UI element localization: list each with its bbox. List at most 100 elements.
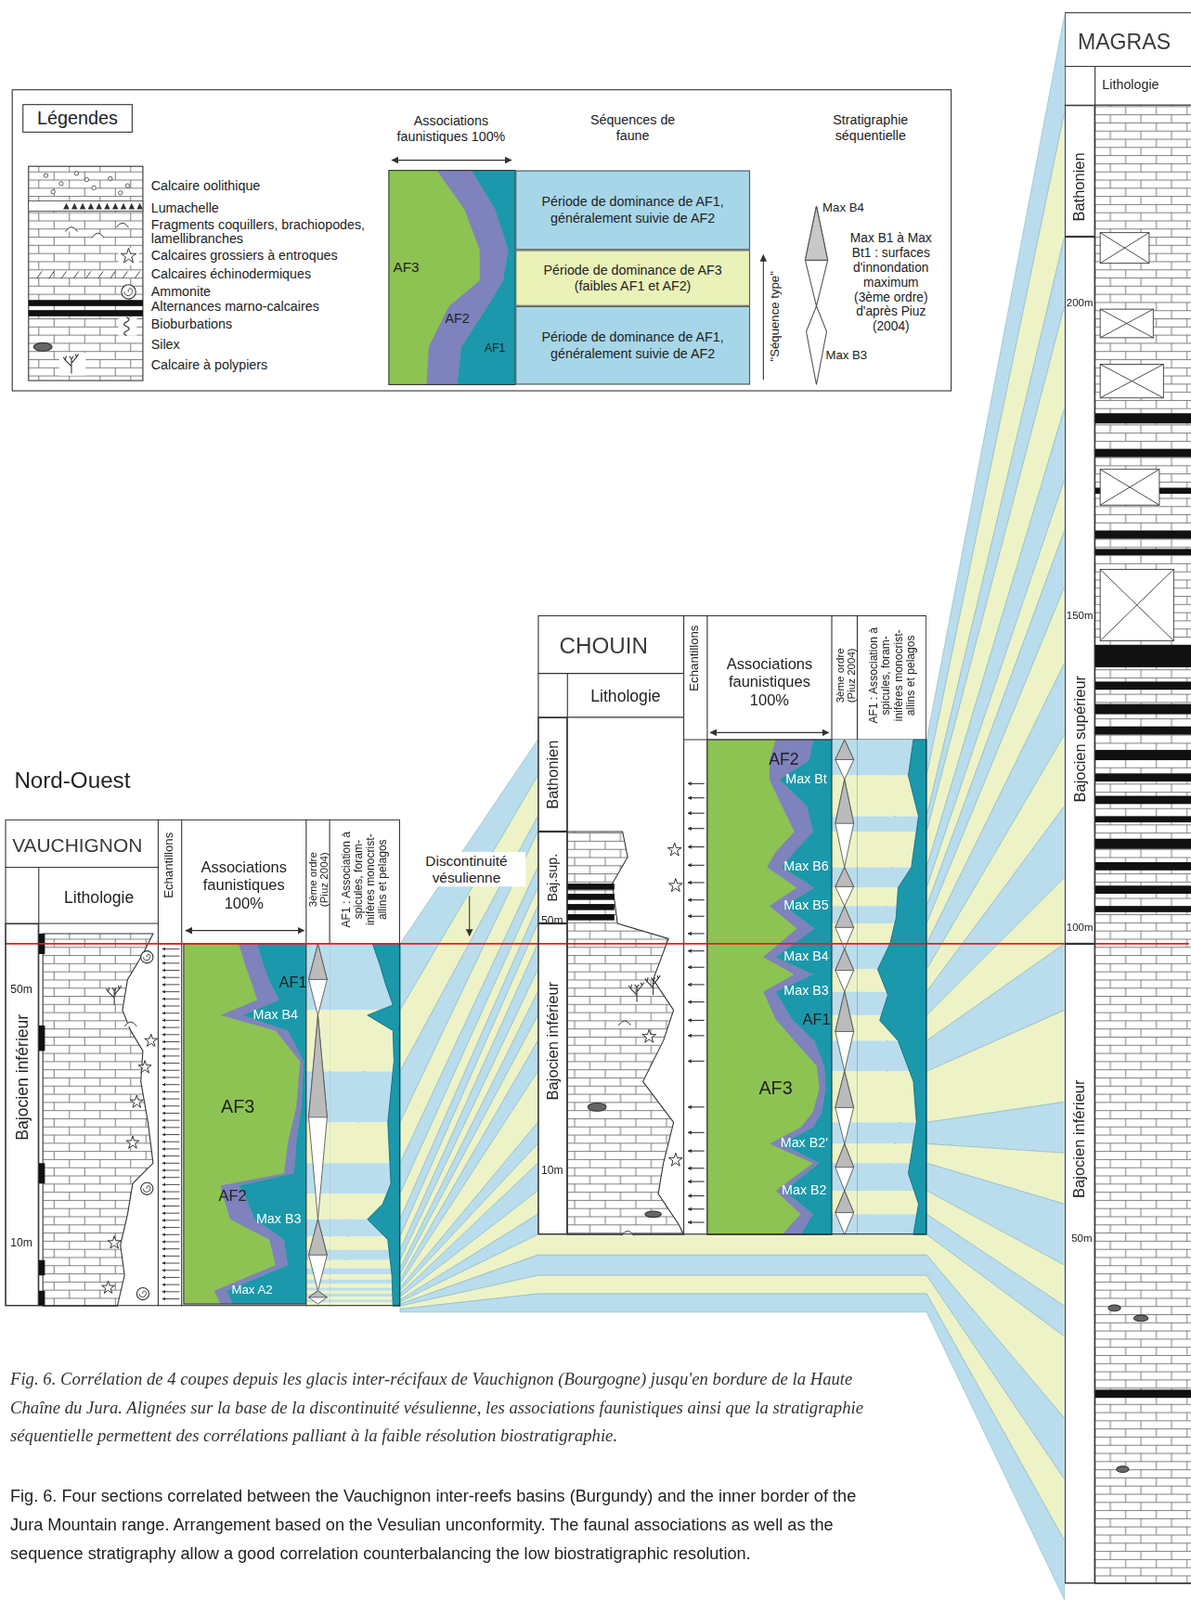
sample-arrow bbox=[687, 967, 705, 969]
star-ground bbox=[118, 247, 140, 266]
sample-arrow bbox=[162, 1163, 181, 1165]
grid-line bbox=[181, 819, 182, 1307]
stage-box: Bajocien supérieur bbox=[1064, 236, 1096, 945]
echinoderm-mark bbox=[37, 271, 42, 279]
stage-box: Bajocien inférieur bbox=[4, 923, 39, 1307]
chouin-af1-curve bbox=[877, 739, 927, 1235]
oolith bbox=[84, 177, 89, 182]
covered-interval bbox=[1100, 469, 1160, 505]
sample-arrow bbox=[687, 813, 705, 815]
legend-entry: Ammonite bbox=[151, 284, 389, 300]
sample-arrow bbox=[162, 1048, 181, 1050]
stage-name: Bajocien inférieur bbox=[12, 1013, 31, 1140]
oolith bbox=[74, 171, 78, 176]
oolith bbox=[108, 176, 113, 181]
rock-bricks bbox=[567, 831, 684, 1235]
label-text: Max B4 bbox=[783, 949, 829, 965]
oolith bbox=[91, 185, 96, 190]
af1-area bbox=[456, 170, 516, 386]
label-text: AF1 : Association à spicules, foram- ini… bbox=[867, 618, 917, 733]
vauchignon-af1-stripes bbox=[329, 944, 401, 1307]
sequence-half bbox=[309, 1219, 328, 1256]
af3-area bbox=[183, 944, 307, 1305]
marl-band bbox=[1095, 704, 1191, 715]
af3-area bbox=[388, 170, 516, 386]
label-text: 150m bbox=[1066, 608, 1094, 622]
stripe bbox=[329, 1274, 401, 1280]
bioturbation-symbol bbox=[124, 317, 130, 337]
silex-nodule bbox=[1116, 1466, 1129, 1474]
sample-arrow bbox=[687, 1020, 705, 1022]
sequence-diamond bbox=[835, 906, 855, 949]
label-text: AF2 bbox=[219, 1187, 247, 1205]
stripe bbox=[856, 816, 927, 832]
sample-arrow bbox=[162, 1205, 181, 1207]
stage-box: Baj.sup. bbox=[537, 831, 568, 924]
sample-arrow bbox=[162, 1255, 181, 1257]
sample-arrow bbox=[162, 1298, 181, 1300]
chouin-faunal-chart bbox=[707, 739, 832, 1235]
polypier-symbol bbox=[63, 353, 78, 374]
upper-diamond bbox=[804, 206, 828, 307]
label-text: Max B3 bbox=[256, 1212, 301, 1228]
lumachelle-shell bbox=[103, 203, 111, 210]
shell-fragment bbox=[124, 1022, 137, 1027]
marl-band bbox=[28, 299, 143, 307]
label-text: AF2 bbox=[444, 311, 469, 327]
label-text: Max B3 bbox=[783, 983, 829, 999]
marl-band bbox=[1095, 681, 1191, 690]
sample-arrow bbox=[162, 1155, 181, 1157]
covered-cross bbox=[1100, 569, 1174, 641]
label-text: 50m bbox=[1071, 1231, 1092, 1244]
sample-arrow bbox=[687, 865, 705, 867]
sample-arrow bbox=[687, 1001, 705, 1003]
sample-arrow bbox=[162, 1148, 181, 1150]
sample-arrow bbox=[162, 1141, 181, 1143]
label-text: 200m bbox=[1066, 296, 1094, 309]
echinoderm-mark bbox=[110, 271, 116, 279]
sample-arrow bbox=[687, 797, 705, 799]
shell-fragment bbox=[621, 1230, 635, 1236]
sample-arrow bbox=[687, 916, 705, 918]
box-text: Période de dominance de AF1, généralemen… bbox=[522, 194, 742, 226]
sequence-half bbox=[309, 1291, 328, 1298]
lumachelle-shell bbox=[79, 203, 87, 210]
polypier-symbol bbox=[645, 975, 661, 996]
sequence-half bbox=[835, 739, 855, 760]
chouin-lithology bbox=[567, 831, 684, 1236]
figure-caption: Fig. 6. Corrélation de 4 coupes depuis l… bbox=[10, 1365, 894, 1452]
echinoderm-mark bbox=[85, 271, 91, 279]
stripe bbox=[329, 1291, 401, 1295]
sample-arrow bbox=[162, 962, 181, 964]
marl-band bbox=[567, 883, 615, 891]
sample-arrow bbox=[162, 1027, 181, 1029]
sample-arrow bbox=[162, 1277, 181, 1279]
marl-band bbox=[1095, 839, 1191, 850]
label-text: Echantillons bbox=[687, 625, 702, 692]
sample-arrow bbox=[687, 828, 705, 829]
crinoid-star bbox=[138, 1061, 152, 1074]
label-text: Séquences de faune bbox=[576, 113, 689, 144]
covered-cross bbox=[1100, 469, 1160, 505]
covered-cross bbox=[1100, 363, 1164, 398]
sample-arrow bbox=[162, 1191, 181, 1193]
legend-entry: Fragments coquillers, brachiopodes, lame… bbox=[151, 218, 389, 247]
polypier-symbol bbox=[105, 985, 121, 1006]
correlation-bands bbox=[400, 14, 1065, 1600]
shell-fragment bbox=[91, 233, 104, 238]
label-text: Associations faunistiques 100% bbox=[709, 655, 830, 709]
sample-arrow bbox=[162, 1291, 181, 1293]
dark-bed bbox=[38, 1163, 46, 1184]
label-text: 10m bbox=[10, 1236, 33, 1250]
sequence-half bbox=[835, 1191, 855, 1214]
section-ground bbox=[4, 819, 400, 1307]
marl-band bbox=[1095, 906, 1191, 913]
marl-band bbox=[567, 914, 615, 921]
marl-band bbox=[1095, 816, 1191, 824]
marl-band bbox=[1095, 413, 1191, 424]
section-ground bbox=[537, 615, 927, 1235]
magras-lithology bbox=[1095, 104, 1191, 1584]
covered-interval bbox=[1100, 569, 1174, 641]
